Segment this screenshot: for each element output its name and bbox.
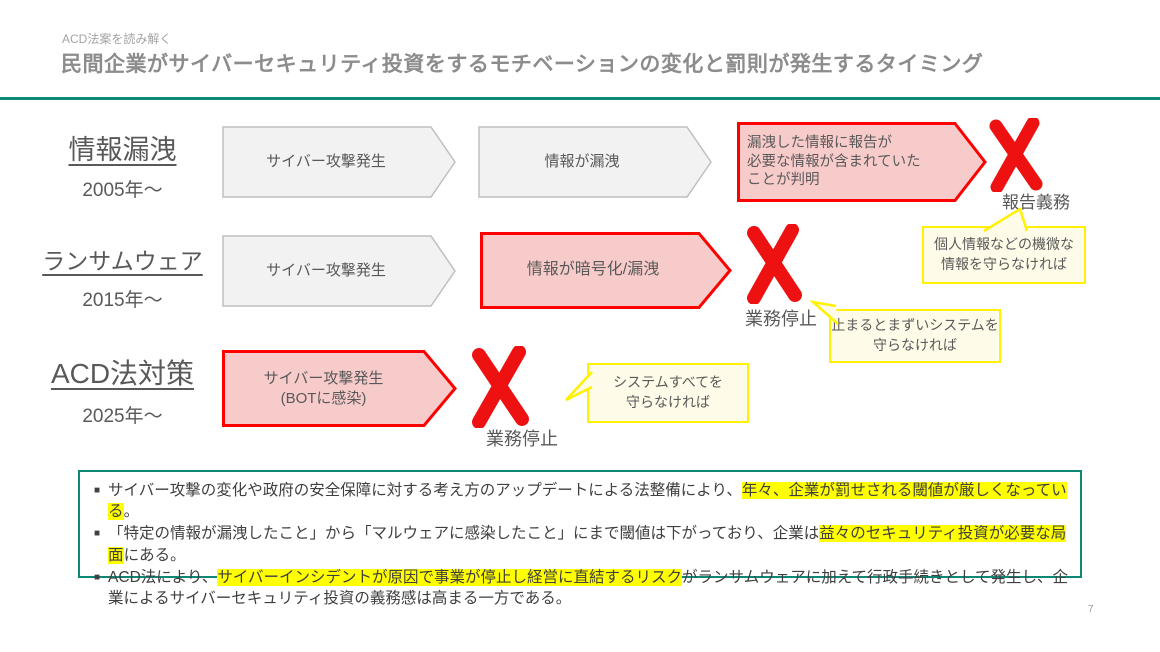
arrow-shape xyxy=(222,235,456,307)
arrow-shape xyxy=(737,122,987,202)
title-divider xyxy=(0,97,1160,100)
bullet-square-icon: ■ xyxy=(94,571,101,583)
process-arrow-row1-step2: 情報が漏洩 xyxy=(478,126,712,198)
slide-eyebrow: ACD法案を読み解く xyxy=(62,32,172,46)
callout-tail xyxy=(810,300,839,325)
alert-arrow-row2: 情報が暗号化/漏洩 xyxy=(480,232,732,309)
x-mark-icon xyxy=(466,345,534,433)
callout-tail xyxy=(983,207,1029,232)
callout-tail xyxy=(565,371,593,402)
bullet-square-icon: ■ xyxy=(94,528,101,540)
callout-sensitive-info: 個人情報などの機微な 情報を守らなければ xyxy=(922,207,1086,284)
x-mark-icon xyxy=(742,223,806,309)
arrow-shape xyxy=(478,126,712,198)
callout-all-systems: システムすべてを 守らなければ xyxy=(565,363,749,423)
process-arrow-row2-step1: サイバー攻撃発生 xyxy=(222,235,456,307)
summary-bullet-3: ■ ACD法により、サイバーインシデントが原因で事業が停止し経営に直結するリスク… xyxy=(94,567,1070,609)
page-title: 民間企業がサイバーセキュリティ投資をするモチベーションの変化と罰則が発生するタイ… xyxy=(61,53,984,76)
penalty-label-stop-row3: 業務停止 xyxy=(486,429,558,449)
row-label-acd: ACD法対策 2025年〜 xyxy=(50,358,195,427)
summary-bullet-2: ■ 「特定の情報が漏洩したこと」から「マルウェアに感染したこと」にまで閾値は下が… xyxy=(94,523,1070,565)
summary-box: ■ サイバー攻撃の変化や政府の安全保障に対する考え方のアップデートによる法整備に… xyxy=(78,470,1082,607)
alert-text: 漏洩した情報に報告が 必要な情報が含まれていた ことが判明 xyxy=(747,134,921,189)
arrow-shape xyxy=(222,350,457,427)
row-label-joho-roei: 情報漏洩 2005年〜 xyxy=(68,135,177,201)
alert-arrow-row3: サイバー攻撃発生 (BOTに感染) xyxy=(222,350,457,427)
alert-text: サイバー攻撃発生 (BOTに感染) xyxy=(263,370,384,407)
x-mark-icon xyxy=(985,116,1047,197)
arrow-shape xyxy=(222,126,456,198)
arrow-shape xyxy=(480,232,732,309)
bullet-square-icon: ■ xyxy=(94,485,101,496)
penalty-label-stop-row2: 業務停止 xyxy=(745,309,817,329)
row-label-ransomware: ランサムウェア 2015年〜 xyxy=(42,248,203,311)
alert-arrow-row1: 漏洩した情報に報告が 必要な情報が含まれていた ことが判明 xyxy=(737,122,987,202)
summary-bullet-1: ■ サイバー攻撃の変化や政府の安全保障に対する考え方のアップデートによる法整備に… xyxy=(94,480,1070,522)
penalty-label-report: 報告義務 xyxy=(1002,193,1070,212)
page-number: 7 xyxy=(1088,604,1094,615)
highlight-text: サイバーインシデントが原因で事業が停止し経営に直結するリスク xyxy=(217,568,683,586)
process-arrow-row1-step1: サイバー攻撃発生 xyxy=(222,126,456,198)
callout-critical-systems: 止まるとまずいシステムを 守らなければ xyxy=(810,300,1001,363)
